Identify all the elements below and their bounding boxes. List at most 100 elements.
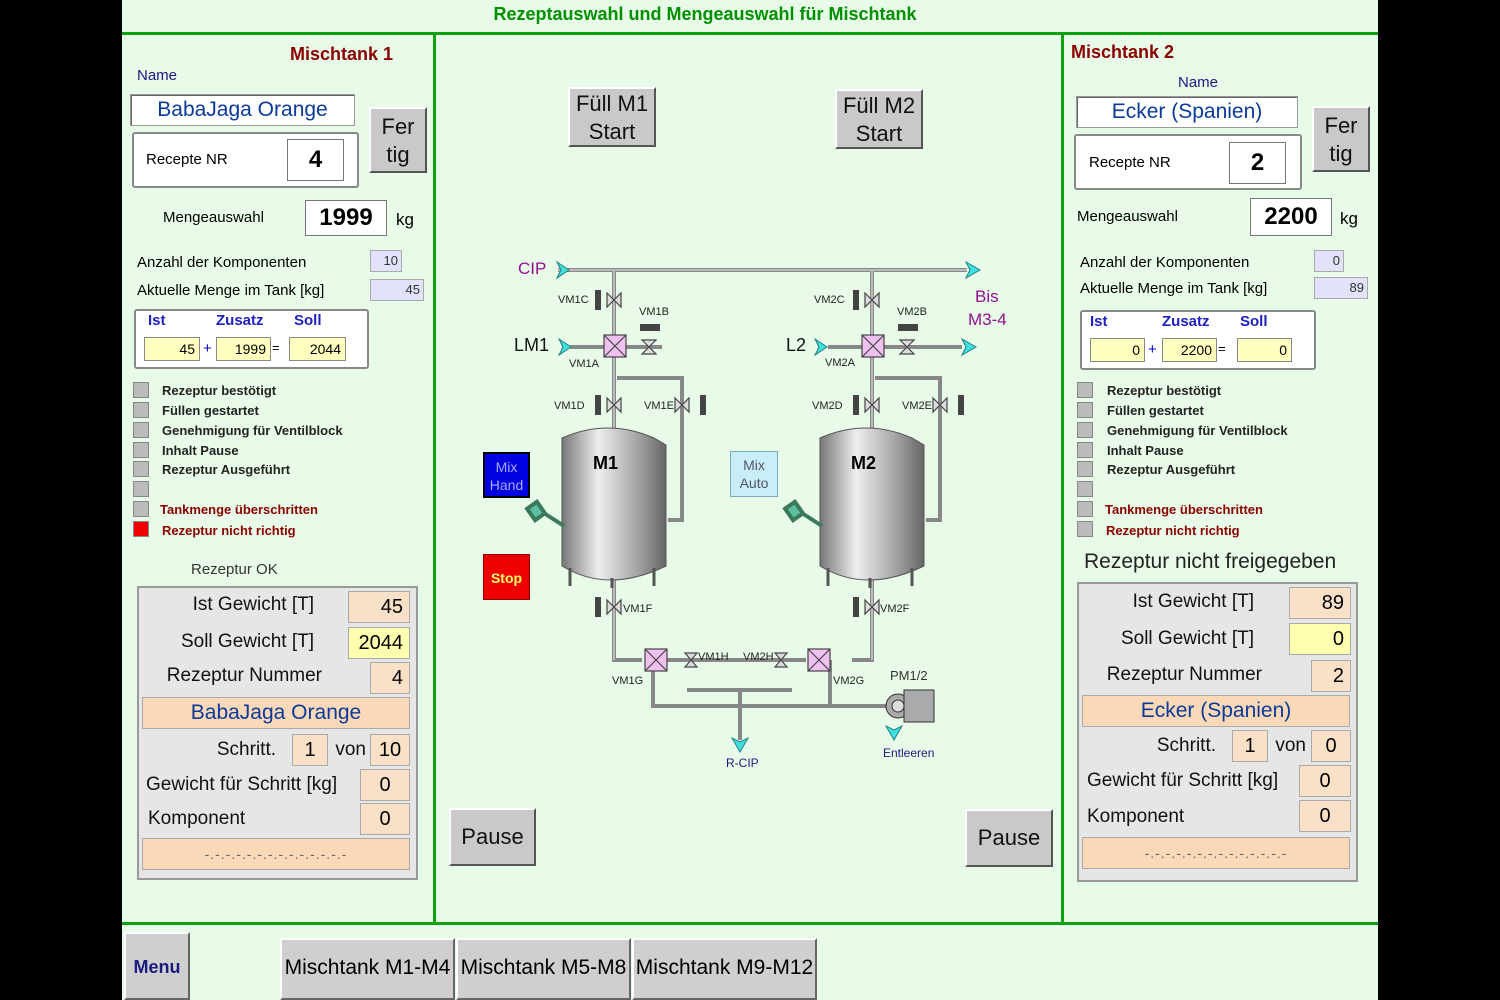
- valve-vm2c-label: VM2C: [814, 294, 845, 306]
- tank2-aktuelle-value: 89: [1314, 277, 1368, 299]
- tank2-nicht-richtig-led: [1077, 521, 1093, 537]
- tank1-status-led-2: [133, 402, 149, 418]
- tank1-soll-header: Soll: [294, 312, 322, 329]
- bis-label-2: M3-4: [968, 310, 1007, 329]
- tank2-gewicht-schritt-value: 0: [1299, 765, 1351, 797]
- tank1-status-label-5: Rezeptur Ausgeführt: [162, 462, 291, 477]
- fertig-label-1: Fer: [381, 114, 415, 139]
- tank2-name-field[interactable]: Ecker (Spanien): [1076, 96, 1298, 128]
- valve-vm1e-label: VM1E: [644, 400, 674, 412]
- tank-m1-label: M1: [593, 453, 619, 473]
- valve-vm2g-label: VM2G: [833, 675, 865, 687]
- tank2-equals: =: [1218, 341, 1226, 356]
- tank2-aktuelle-label: Aktuelle Menge im Tank [kg]: [1080, 280, 1268, 297]
- menu-button[interactable]: Menu: [124, 932, 190, 1000]
- tank2-status-led-2: [1077, 402, 1093, 418]
- header-divider: [122, 32, 1378, 35]
- stop-button[interactable]: Stop: [483, 554, 530, 600]
- tank1-recipe-label: Recepte NR: [146, 151, 228, 168]
- tank2-title: Mischtank 2: [1071, 42, 1175, 62]
- mix-hand-label-1: Mix: [495, 459, 518, 475]
- tank1-von-value: 10: [370, 734, 410, 766]
- tank2-soll-gewicht-label: Soll Gewicht [T]: [1120, 628, 1254, 649]
- valve-vm1a-label: VM1A: [569, 358, 599, 370]
- tank2-ist-value: 0: [1090, 338, 1145, 362]
- tank1-fertig-button[interactable]: Fer tig: [369, 107, 427, 173]
- tank1-ist-gewicht-label: Ist Gewicht [T]: [192, 594, 314, 615]
- valve-vm2a-label: VM2A: [825, 357, 855, 369]
- valve-vm2f-label: VM2F: [880, 603, 910, 615]
- tank2-zusatz-value: 2200: [1162, 338, 1217, 362]
- l2-label: L2: [786, 335, 807, 355]
- tank1-zusatz-value: 1999: [216, 337, 271, 361]
- mix-auto-label-2: Auto: [739, 475, 769, 491]
- tank1-menge-input[interactable]: 1999: [305, 200, 387, 236]
- tank1-status-led-4: [133, 442, 149, 458]
- tank2-nicht-richtig-label: Rezeptur nicht richtig: [1106, 523, 1240, 538]
- tank1-nicht-richtig-label: Rezeptur nicht richtig: [162, 523, 296, 538]
- tank1-komponent-value: 0: [360, 803, 410, 835]
- tank2-recipe-nr-input[interactable]: 2: [1229, 142, 1286, 184]
- tank1-zusatz-header: Zusatz: [216, 312, 264, 329]
- tank2-soll-gewicht-value: 0: [1289, 623, 1351, 655]
- tank1-recipe-nr-input[interactable]: 4: [287, 139, 344, 181]
- tank2-soll-value: 0: [1237, 338, 1292, 362]
- nav-mischtank-m5-m8[interactable]: Mischtank M5-M8: [456, 938, 631, 1000]
- page-title: Rezeptauswahl und Mengeauswahl für Misch…: [493, 4, 917, 24]
- footer-divider: [122, 922, 1378, 925]
- tank2-menge-unit: kg: [1340, 209, 1358, 228]
- fertig-label-2: tig: [386, 142, 410, 167]
- valve-vm2b-label: VM2B: [897, 306, 927, 318]
- fertig-label-1: Fer: [1324, 113, 1358, 138]
- tank2-status-led-1: [1077, 382, 1093, 398]
- tank1-name-field[interactable]: BabaJaga Orange: [130, 94, 355, 126]
- tank1-status-led-6: [133, 481, 149, 497]
- tank2-ist-gewicht-label: Ist Gewicht [T]: [1132, 591, 1254, 612]
- valve-vm1b-label: VM1B: [639, 306, 669, 318]
- tank2-status-message: Rezeptur nicht freigegeben: [1084, 550, 1337, 573]
- nav-mischtank-m1-m4[interactable]: Mischtank M1-M4: [280, 938, 455, 1000]
- tank2-menge-input[interactable]: 2200: [1250, 198, 1332, 236]
- tank1-aktuelle-label: Aktuelle Menge im Tank [kg]: [137, 282, 325, 299]
- tank1-nicht-richtig-led: [133, 521, 149, 537]
- tank1-ist-gewicht-value: 45: [348, 591, 410, 623]
- valve-vm1g-label: VM1G: [612, 675, 644, 687]
- tank2-soll-header: Soll: [1240, 313, 1268, 330]
- tank2-status-led-4: [1077, 442, 1093, 458]
- tank2-komponent-name: -.-.-.-.-.-.-.-.-.-.-.-.-.-: [1082, 837, 1350, 869]
- tank2-zusatz-header: Zusatz: [1162, 313, 1210, 330]
- tank1-status-led-5: [133, 461, 149, 477]
- tank2-gewicht-schritt-label: Gewicht für Schritt [kg]: [1087, 770, 1279, 791]
- valve-vm2h-label: VM2H: [743, 651, 774, 663]
- tank1-komponent-name: -.-.-.-.-.-.-.-.-.-.-.-.-.-: [142, 838, 410, 870]
- tank1-name-label: Name: [137, 67, 178, 84]
- tank2-rezeptur-name: Ecker (Spanien): [1082, 695, 1350, 727]
- tank1-status-label-1: Rezeptur bestötigt: [162, 383, 277, 398]
- tank2-komponent-label: Komponent: [1087, 806, 1185, 827]
- pause-button-m1[interactable]: Pause: [449, 808, 536, 866]
- tank1-von-label: von: [335, 739, 366, 760]
- tank1-status-led-1: [133, 382, 149, 398]
- tank2-tankmenge-led: [1077, 501, 1093, 517]
- tank1-anzahl-value: 10: [370, 250, 402, 272]
- tank1-rezeptur-nummer-value: 4: [370, 662, 410, 694]
- mix-hand-label-2: Hand: [489, 477, 524, 493]
- tank2-name-label: Name: [1178, 74, 1219, 91]
- tank1-equals: =: [272, 340, 280, 355]
- valve-vm1d-label: VM1D: [554, 400, 585, 412]
- tank2-status-label-2: Füllen gestartet: [1107, 403, 1204, 418]
- hmi-screen: Rezeptauswahl und Mengeauswahl für Misch…: [122, 0, 1378, 1000]
- tank1-plus: +: [203, 340, 212, 357]
- valve-vm2d-label: VM2D: [812, 400, 843, 412]
- nav-mischtank-m9-m12[interactable]: Mischtank M9-M12: [632, 938, 817, 1000]
- pause-button-m2[interactable]: Pause: [965, 809, 1053, 867]
- pump-label: PM1/2: [890, 668, 928, 683]
- valve-vm1c-label: VM1C: [558, 294, 589, 306]
- r-cip-label: R-CIP: [726, 756, 759, 770]
- tank2-status-led-6: [1077, 481, 1093, 497]
